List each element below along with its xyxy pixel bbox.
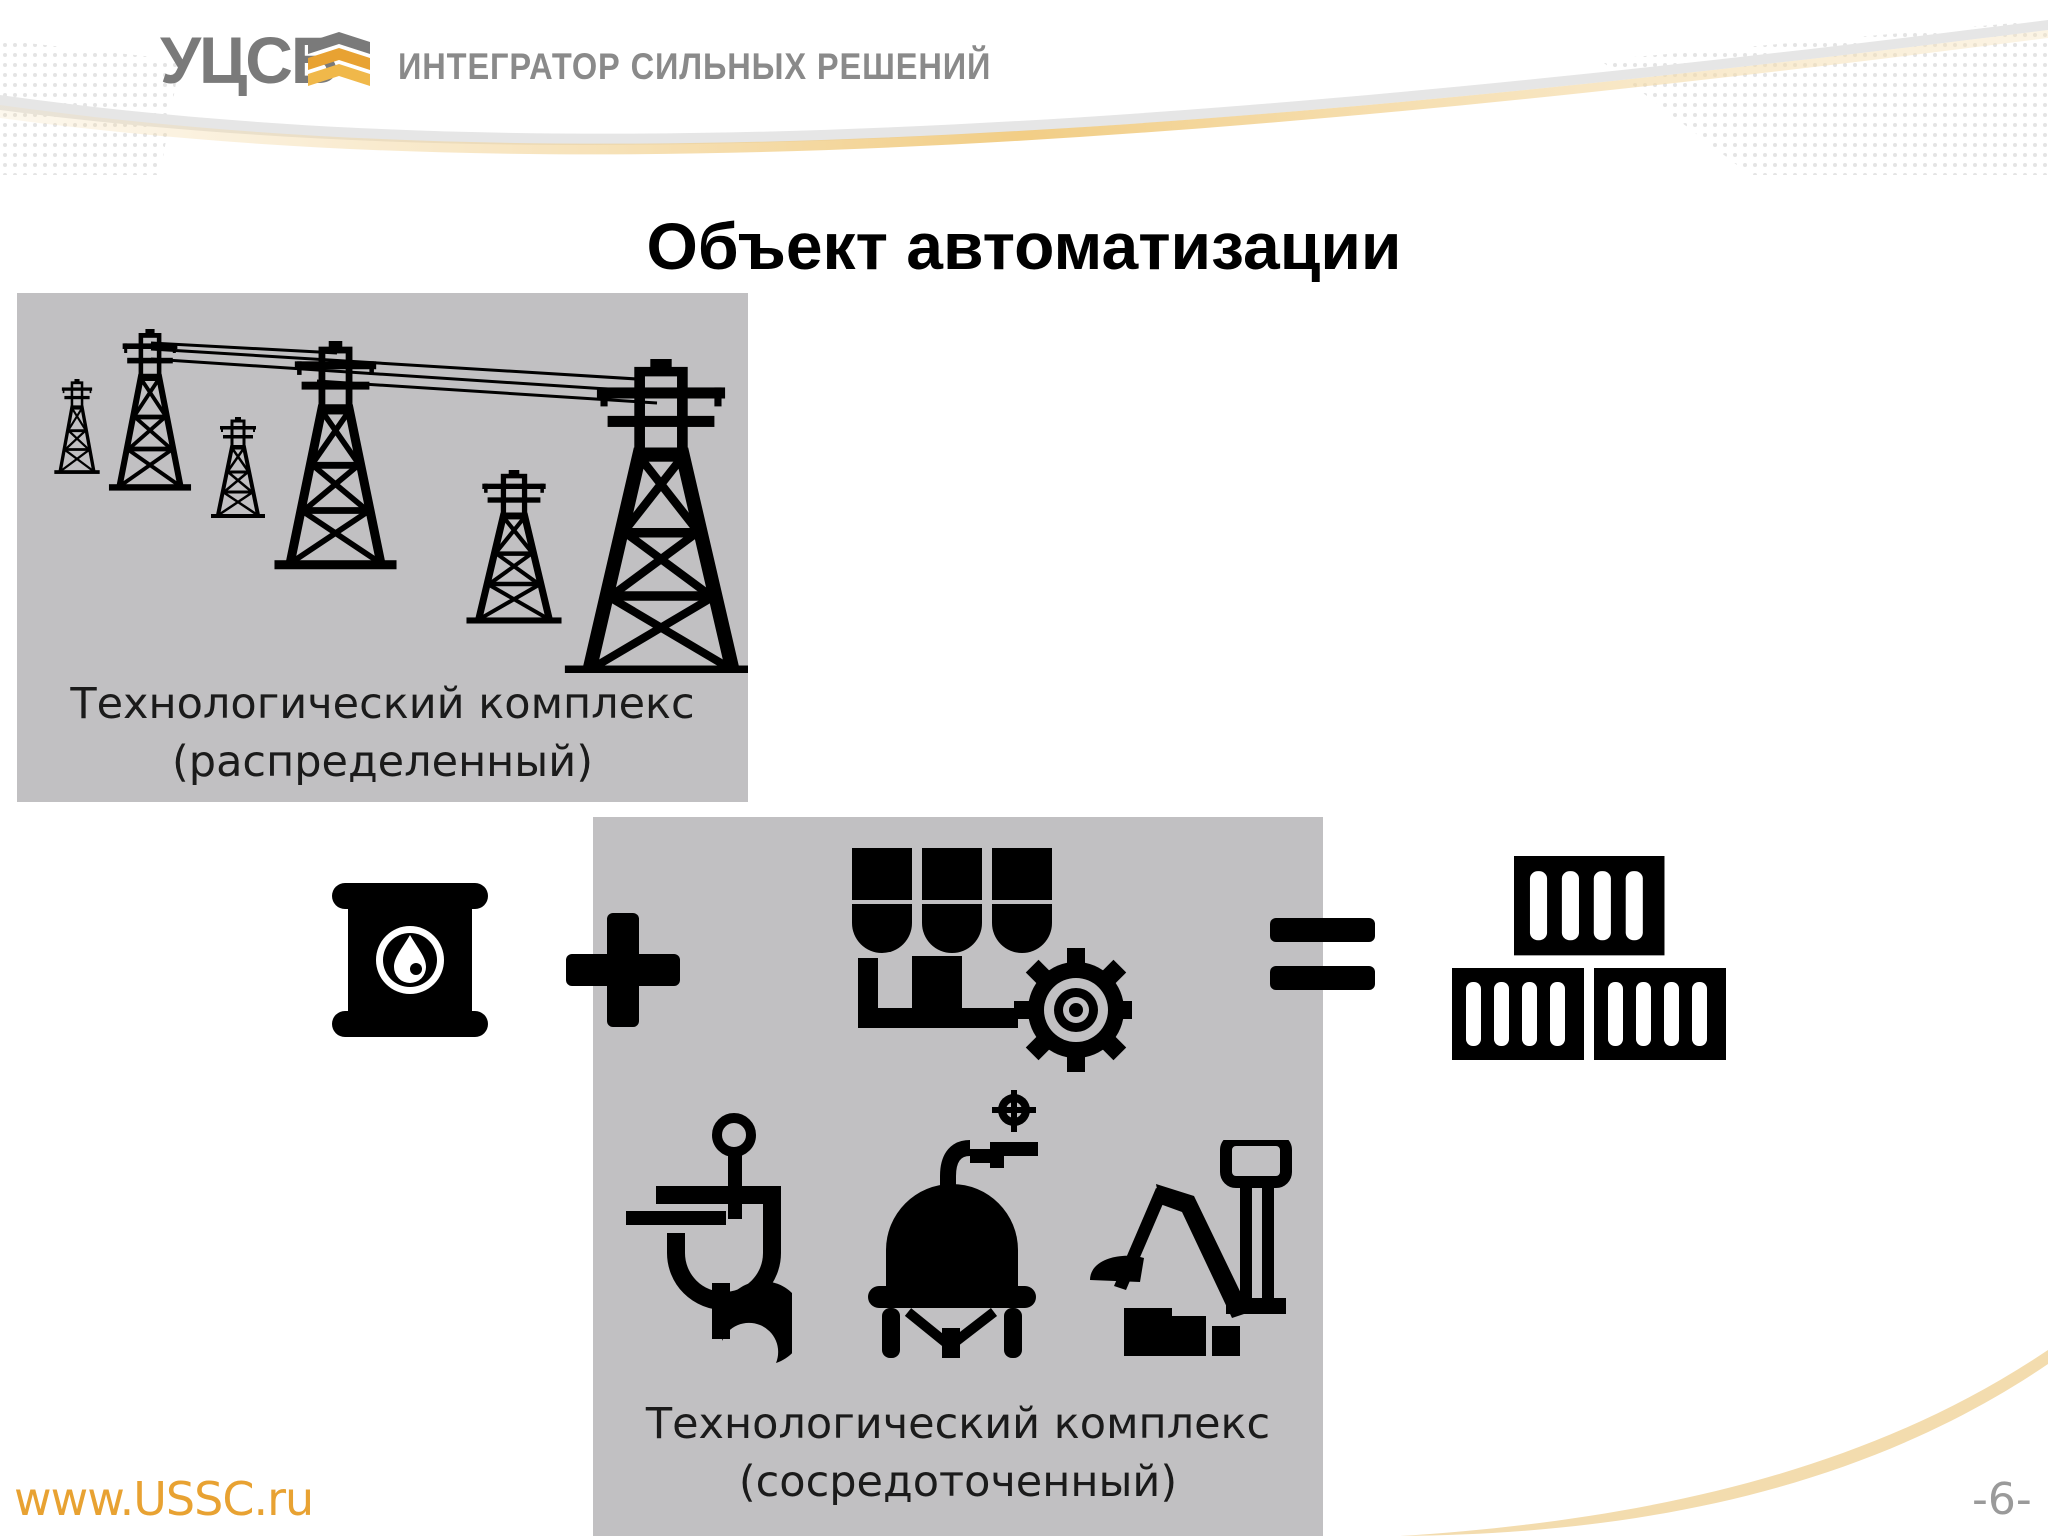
panel-distributed: Технологический комплекс (распределенный… [17, 293, 748, 802]
oil-barrel-icon [332, 883, 488, 1037]
caption-line-2: (распределенный) [172, 737, 593, 787]
power-tower-icon [52, 293, 748, 673]
tagline: ИНТЕГРАТОР СИЛЬНЫХ РЕШЕНИЙ [398, 46, 992, 87]
plus-icon [566, 913, 680, 1027]
footer-swoosh [1400, 1350, 2048, 1536]
caption-concentrated: Технологический комплекс (сосредоточенны… [593, 1395, 1323, 1511]
header-band [0, 20, 2048, 175]
crane-hook-icon [626, 1113, 792, 1363]
page-title: Объект автоматизации [646, 209, 1402, 283]
panel-concentrated: Технологический комплекс (сосредоточенны… [593, 817, 1323, 1536]
factory-gear-icon [852, 848, 1132, 1072]
containers-icon [1452, 856, 1726, 1060]
page-number: -6- [1972, 1474, 2032, 1525]
caption-line-1: Технологический комплекс [70, 679, 695, 729]
caption-line-1: Технологический комплекс [645, 1399, 1271, 1449]
equals-icon [1270, 918, 1375, 990]
footer-url[interactable]: www.USSC.ru [14, 1472, 314, 1526]
reactor-tank-icon [868, 1090, 1038, 1358]
caption-distributed: Технологический комплекс (распределенный… [17, 675, 748, 791]
caption-line-2: (сосредоточенный) [738, 1457, 1178, 1507]
logo-mark-icon [308, 32, 370, 86]
excavator-icon [1090, 1140, 1292, 1356]
